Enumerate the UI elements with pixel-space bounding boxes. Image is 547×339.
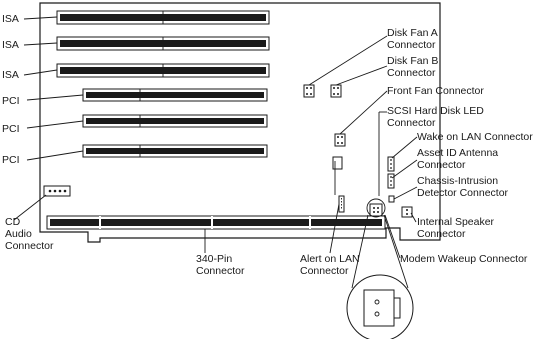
disk-fan-b-connector	[330, 84, 342, 98]
internal-speaker-label: Internal Speaker Connector	[417, 216, 497, 240]
alert-on-lan-label: Alert on LAN Connector	[300, 253, 362, 277]
leader-lines	[13, 16, 418, 259]
wake-on-lan-connector	[387, 156, 395, 172]
pci-label-1: PCI	[2, 95, 20, 107]
pci-label-2: PCI	[2, 123, 20, 135]
isa-label-1: ISA	[2, 13, 19, 25]
asset-id-antenna-connector	[387, 173, 395, 189]
cd-audio-connector	[43, 185, 71, 197]
scsi-led-label: SCSI Hard Disk LED Connector	[387, 105, 487, 129]
chassis-intrusion-label: Chassis-Intrusion Detector Connector	[417, 175, 509, 199]
pci-label-3: PCI	[2, 154, 20, 166]
isa-label-2: ISA	[2, 39, 19, 51]
pci-slot-1	[82, 88, 268, 102]
alert-on-lan-header	[338, 195, 345, 213]
asset-id-label: Asset ID Antenna Connector	[417, 147, 501, 171]
disk-fan-a-label: Disk Fan A Connector	[387, 27, 440, 51]
disk-fan-a-connector	[303, 84, 315, 98]
front-fan-connector	[334, 133, 346, 147]
isa-label-3: ISA	[2, 69, 19, 81]
modem-wakeup-zoom	[346, 214, 414, 339]
isa-slot-3	[56, 63, 270, 78]
isa-slot-2	[56, 36, 270, 51]
modem-wakeup-label: Modem Wakeup Connector	[400, 253, 528, 265]
modem-wakeup-connector	[369, 203, 383, 217]
wake-on-lan-label: Wake on LAN Connector	[417, 131, 533, 143]
scsi-led-connector	[332, 156, 343, 170]
chassis-intrusion-connector	[388, 195, 395, 203]
340-pin-connector	[46, 215, 386, 230]
isa-slot-1	[56, 10, 270, 25]
front-fan-label: Front Fan Connector	[387, 85, 484, 97]
340-pin-label: 340-Pin Connector	[196, 253, 245, 277]
disk-fan-b-label: Disk Fan B Connector	[387, 55, 441, 79]
pci-slot-3	[82, 144, 268, 158]
internal-speaker-connector	[401, 206, 413, 218]
cd-audio-label: CD Audio Connector	[5, 216, 54, 252]
pci-slot-2	[82, 114, 268, 128]
